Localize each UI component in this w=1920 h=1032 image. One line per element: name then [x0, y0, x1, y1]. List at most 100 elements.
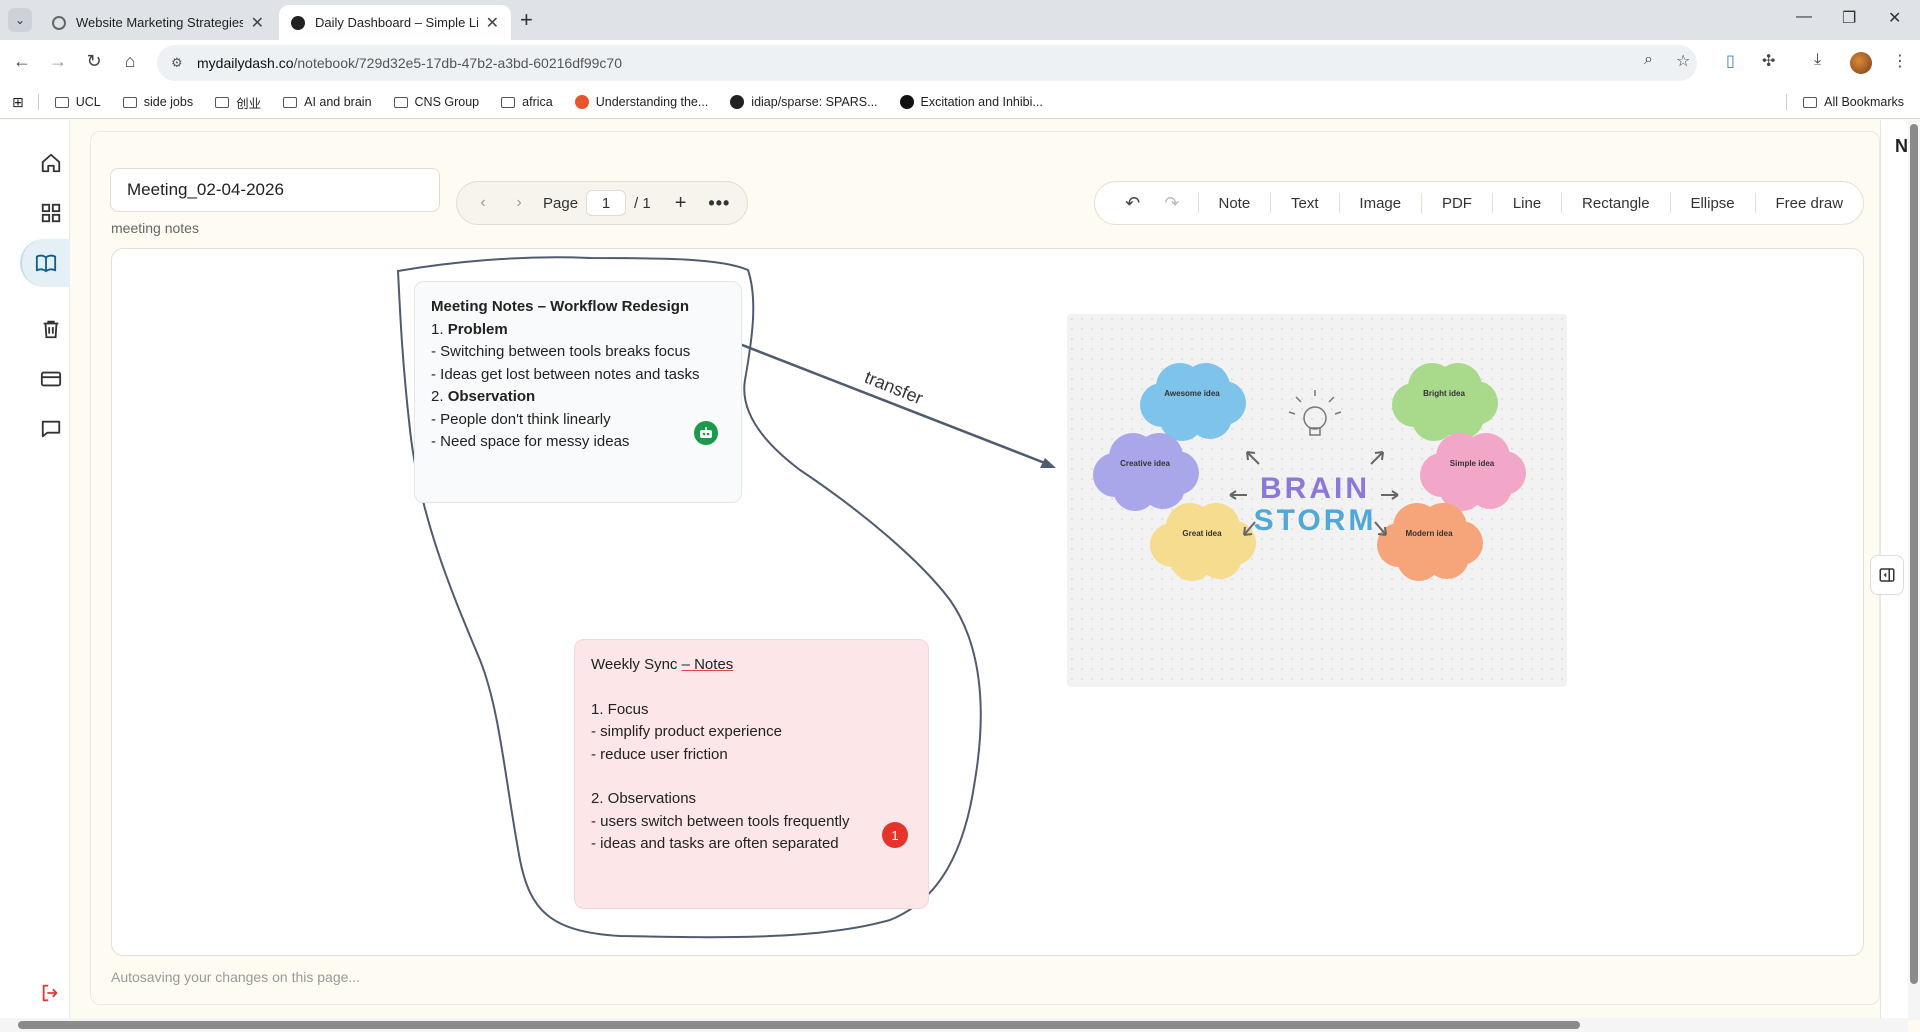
- bookmark-ucl[interactable]: UCL: [54, 95, 101, 109]
- bookmark-ai-brain[interactable]: AI and brain: [283, 95, 372, 109]
- undo-icon[interactable]: ↶: [1125, 192, 1141, 213]
- bookmark-label: idiap/sparse: SPARS...: [751, 95, 878, 109]
- browser-tab-bar: ⌄ Website Marketing Strategies ✕ Daily D…: [0, 0, 1920, 40]
- redo-icon[interactable]: ↷: [1164, 192, 1180, 213]
- panel-toggle-button[interactable]: [1870, 555, 1904, 595]
- tool-note[interactable]: Note: [1218, 194, 1251, 212]
- more-options-icon[interactable]: •••: [708, 192, 731, 213]
- brainstorm-title-top: BRAIN: [1260, 472, 1370, 505]
- toolbar-divider: [1197, 193, 1199, 213]
- download-icon[interactable]: ⤓: [1814, 51, 1822, 68]
- bookmark-label: 创业: [236, 96, 262, 111]
- free-draw-loop[interactable]: [396, 256, 982, 939]
- browser-menu-icon[interactable]: ⋮: [1892, 53, 1908, 70]
- sidebar-item-trash[interactable]: [34, 312, 68, 346]
- sidebar-item-home[interactable]: [34, 146, 68, 180]
- lightbulb-icon: [1288, 390, 1342, 436]
- sidebar-item-logout[interactable]: [34, 976, 68, 1010]
- back-arrow-icon[interactable]: ←: [13, 51, 31, 71]
- sidebar-item-dashboard[interactable]: [34, 196, 68, 230]
- ai-bot-icon[interactable]: [694, 421, 718, 445]
- address-bar[interactable]: ⚙ mydailydash.co/notebook/729d32e5-17db-…: [157, 45, 1697, 81]
- scrollbar-thumb[interactable]: [1910, 124, 1918, 984]
- next-page-chevron-icon[interactable]: ›: [516, 194, 522, 211]
- new-tab-plus-icon[interactable]: +: [520, 7, 533, 32]
- browser-tab-dashboard[interactable]: Daily Dashboard – Simple Life & ✕: [279, 5, 511, 40]
- tab-search-chevron-icon[interactable]: ⌄: [8, 8, 32, 32]
- arrow-label[interactable]: transfer: [862, 367, 926, 408]
- tool-image[interactable]: Image: [1359, 194, 1402, 212]
- page-label: Page: [543, 194, 579, 212]
- tool-line[interactable]: Line: [1512, 194, 1542, 212]
- sticky-note-workflow[interactable]: Meeting Notes – Workflow Redesign 1. Pro…: [414, 281, 742, 503]
- app-sidebar: [0, 120, 70, 1032]
- sidebar-item-notebook[interactable]: [20, 239, 70, 287]
- right-panel-letter: N: [1895, 136, 1908, 156]
- idea-cloud-label: Simple idea: [1450, 459, 1495, 468]
- bookmark-understanding[interactable]: Understanding the...: [574, 95, 708, 109]
- minimize-icon[interactable]: —: [1796, 8, 1812, 25]
- page-navigator: ‹ › Page 1 / 1 + •••: [456, 181, 748, 225]
- home-icon: [41, 153, 61, 173]
- horizontal-scrollbar[interactable]: [0, 1018, 1908, 1032]
- notification-badge[interactable]: 1: [882, 822, 908, 848]
- url-path: /notebook/729d32e5-17db-47b2-a3bd-60216d…: [293, 55, 623, 71]
- prev-page-chevron-icon[interactable]: ‹: [480, 194, 486, 211]
- note-line: - Ideas get lost between notes and tasks: [431, 365, 700, 383]
- browser-tab-marketing[interactable]: Website Marketing Strategies ✕: [40, 5, 276, 40]
- restore-icon[interactable]: ❐: [1842, 10, 1857, 27]
- home-icon[interactable]: ⌂: [124, 51, 136, 71]
- bookmark-africa[interactable]: africa: [501, 95, 553, 109]
- site-settings-icon[interactable]: ⚙: [171, 55, 183, 70]
- logout-icon: [42, 984, 58, 1002]
- add-page-plus-icon[interactable]: +: [674, 191, 687, 214]
- folder-icon: [54, 96, 69, 108]
- vertical-scrollbar[interactable]: [1908, 120, 1920, 1020]
- zoom-icon[interactable]: ⌕: [1644, 51, 1653, 68]
- tool-pdf[interactable]: PDF: [1441, 194, 1472, 212]
- sidebar-item-billing[interactable]: [34, 362, 68, 396]
- all-bookmarks[interactable]: All Bookmarks: [1786, 94, 1904, 110]
- close-icon[interactable]: ✕: [485, 14, 499, 32]
- toolbar-divider: [1270, 193, 1272, 213]
- notebook-title-input[interactable]: Meeting_02-04-2026: [110, 168, 440, 212]
- profile-avatar[interactable]: [1850, 52, 1872, 74]
- tool-free-draw[interactable]: Free draw: [1775, 194, 1844, 212]
- idea-cloud-label: Creative idea: [1120, 459, 1170, 468]
- close-icon[interactable]: ✕: [250, 14, 264, 32]
- bookmark-star-icon[interactable]: ☆: [1676, 53, 1691, 70]
- tab-title: Website Marketing Strategies: [76, 15, 243, 30]
- extension-doc-icon[interactable]: ▯: [1726, 53, 1735, 70]
- bookmark-startup[interactable]: 创业: [215, 93, 261, 112]
- note-title: Meeting Notes – Workflow Redesign: [431, 298, 690, 315]
- page-number-input[interactable]: 1: [586, 190, 627, 216]
- extensions-puzzle-icon[interactable]: ✣: [1762, 53, 1776, 70]
- sidebar-item-messages[interactable]: [34, 412, 68, 446]
- sticky-note-weekly-sync[interactable]: Weekly Sync – Notes 1. Focus - simplify …: [574, 639, 929, 909]
- note-title: Weekly Sync – Notes: [591, 656, 734, 673]
- folder-icon: [283, 96, 298, 108]
- note-line: - reduce user friction: [591, 745, 728, 763]
- bookmark-side-jobs[interactable]: side jobs: [122, 95, 193, 109]
- notebook-subtitle[interactable]: meeting notes: [111, 220, 199, 236]
- note-line: - simplify product experience: [591, 723, 782, 740]
- window-close-icon[interactable]: ✕: [1888, 10, 1902, 27]
- bookmark-label: AI and brain: [304, 95, 372, 109]
- forward-arrow-icon[interactable]: →: [49, 51, 67, 71]
- reload-icon[interactable]: ↻: [86, 51, 102, 71]
- bookmark-cns-group[interactable]: CNS Group: [393, 95, 479, 109]
- note-heading: 1. Problem: [431, 320, 508, 338]
- tool-ellipse[interactable]: Ellipse: [1690, 194, 1735, 212]
- bookmark-excitation[interactable]: Excitation and Inhibi...: [899, 95, 1043, 109]
- note-line: - users switch between tools frequently: [591, 812, 850, 830]
- tool-rectangle[interactable]: Rectangle: [1582, 194, 1650, 212]
- idea-cloud: Creative idea: [1093, 433, 1199, 511]
- bookmark-idiap-sparse[interactable]: idiap/sparse: SPARS...: [730, 95, 878, 109]
- apps-grid-icon[interactable]: ⊞: [12, 93, 24, 110]
- tool-text[interactable]: Text: [1291, 194, 1319, 212]
- scrollbar-thumb[interactable]: [18, 1021, 1580, 1029]
- note-line: - People don't think linearly: [431, 410, 611, 428]
- toolbar-divider: [1421, 193, 1422, 213]
